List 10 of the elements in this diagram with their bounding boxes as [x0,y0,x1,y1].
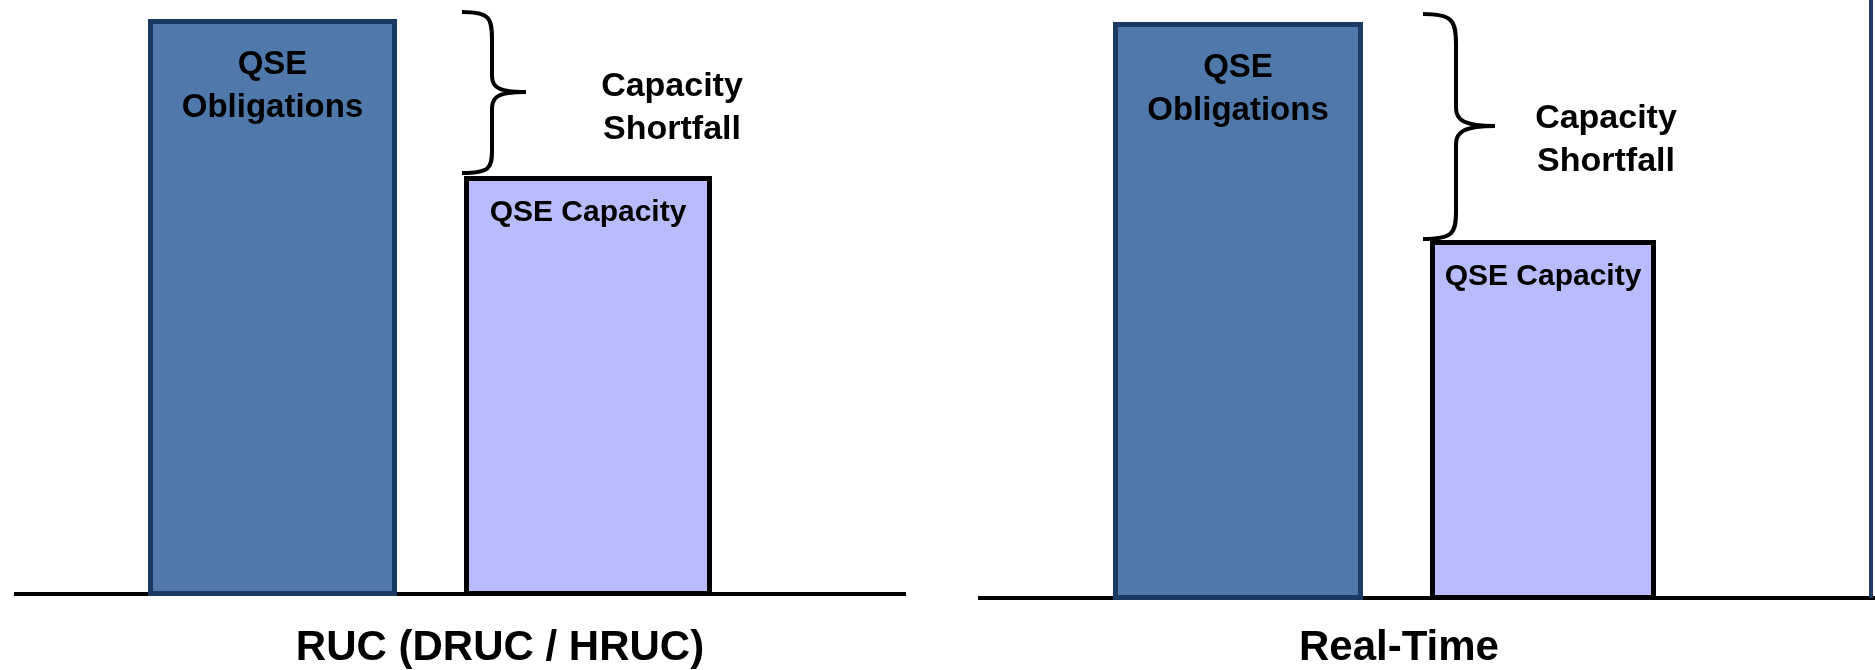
bar-label: QSE Obligations [180,43,365,126]
bar [1113,22,1363,600]
bar-label: QSE Capacity [1443,257,1643,293]
bar [148,19,397,596]
axis-caption: RUC (DRUC / HRUC) [294,620,706,670]
brace-label: Capacity Shortfall [600,63,744,147]
bar-label: QSE Obligations [1146,46,1330,129]
axis-caption: Real-Time [1298,620,1500,670]
brace-label: Capacity Shortfall [1534,95,1678,179]
bar-label: QSE Capacity [488,193,688,229]
